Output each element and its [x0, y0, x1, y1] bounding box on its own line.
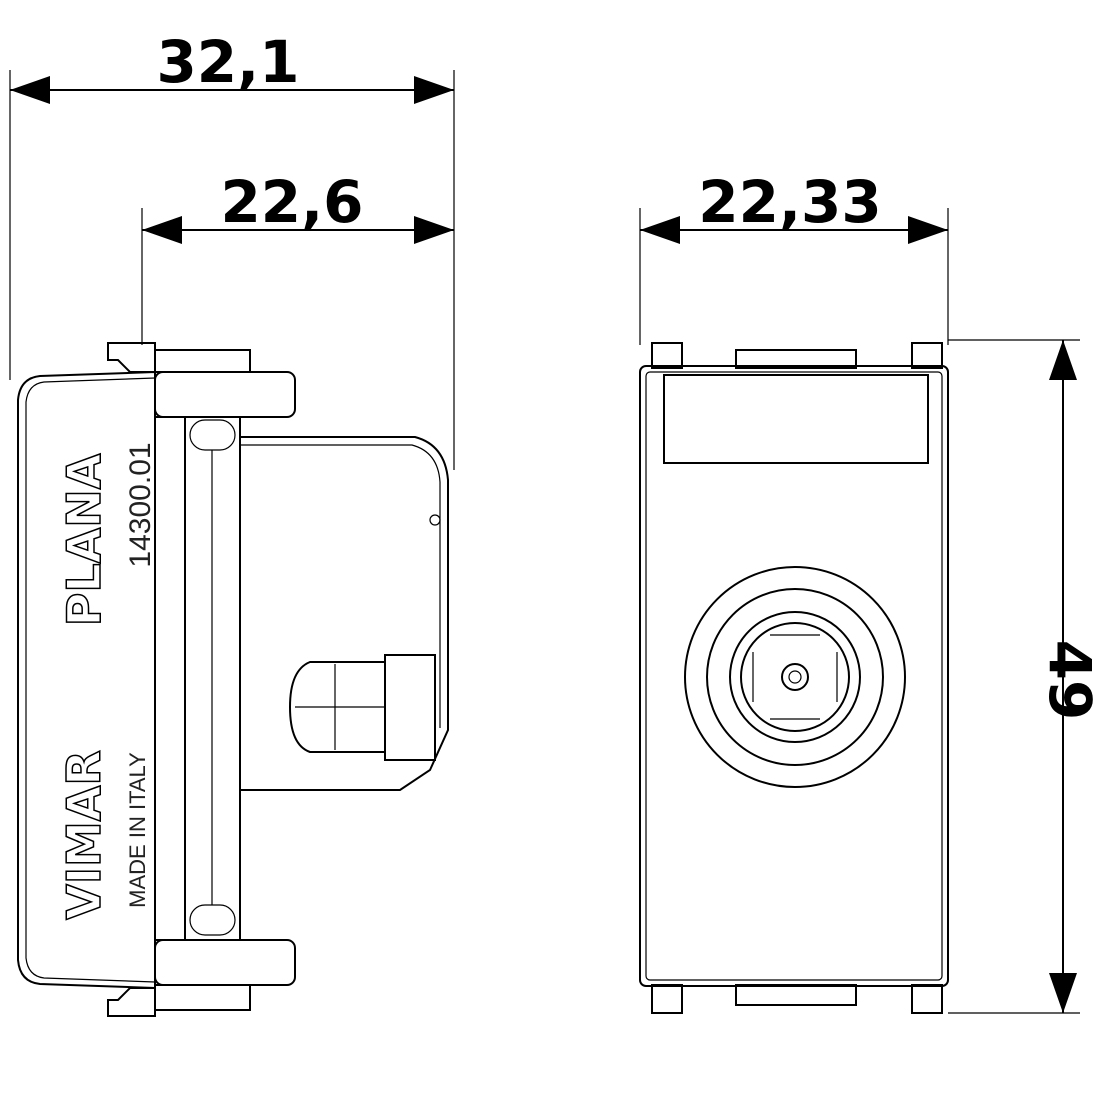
dimension-front-width: 22,33 [639, 168, 949, 345]
side-front-cap [17, 370, 156, 990]
dim-label-overall-depth: 32,1 [156, 28, 299, 96]
dimension-overall-depth: 32,1 [9, 28, 455, 470]
side-rear-body [239, 436, 449, 791]
side-view: PLANA 14300.01 VIMAR MADE IN ITALY [17, 342, 449, 1017]
dim-label-height: 49 [1036, 640, 1093, 721]
dimension-body-depth: 22,6 [141, 168, 454, 345]
front-plate [639, 365, 949, 987]
side-code-label: 14300.01 [124, 442, 157, 567]
dimension-height: 49 [948, 339, 1093, 1014]
front-view [639, 342, 949, 1014]
side-origin-label: MADE IN ITALY [125, 752, 150, 908]
front-label-window [663, 374, 929, 464]
side-brand-label: PLANA [57, 453, 111, 626]
dim-label-front-width: 22,33 [698, 168, 881, 236]
side-maker-label: VIMAR [57, 750, 111, 920]
coax-socket [684, 566, 906, 788]
dim-label-body-depth: 22,6 [220, 168, 363, 236]
